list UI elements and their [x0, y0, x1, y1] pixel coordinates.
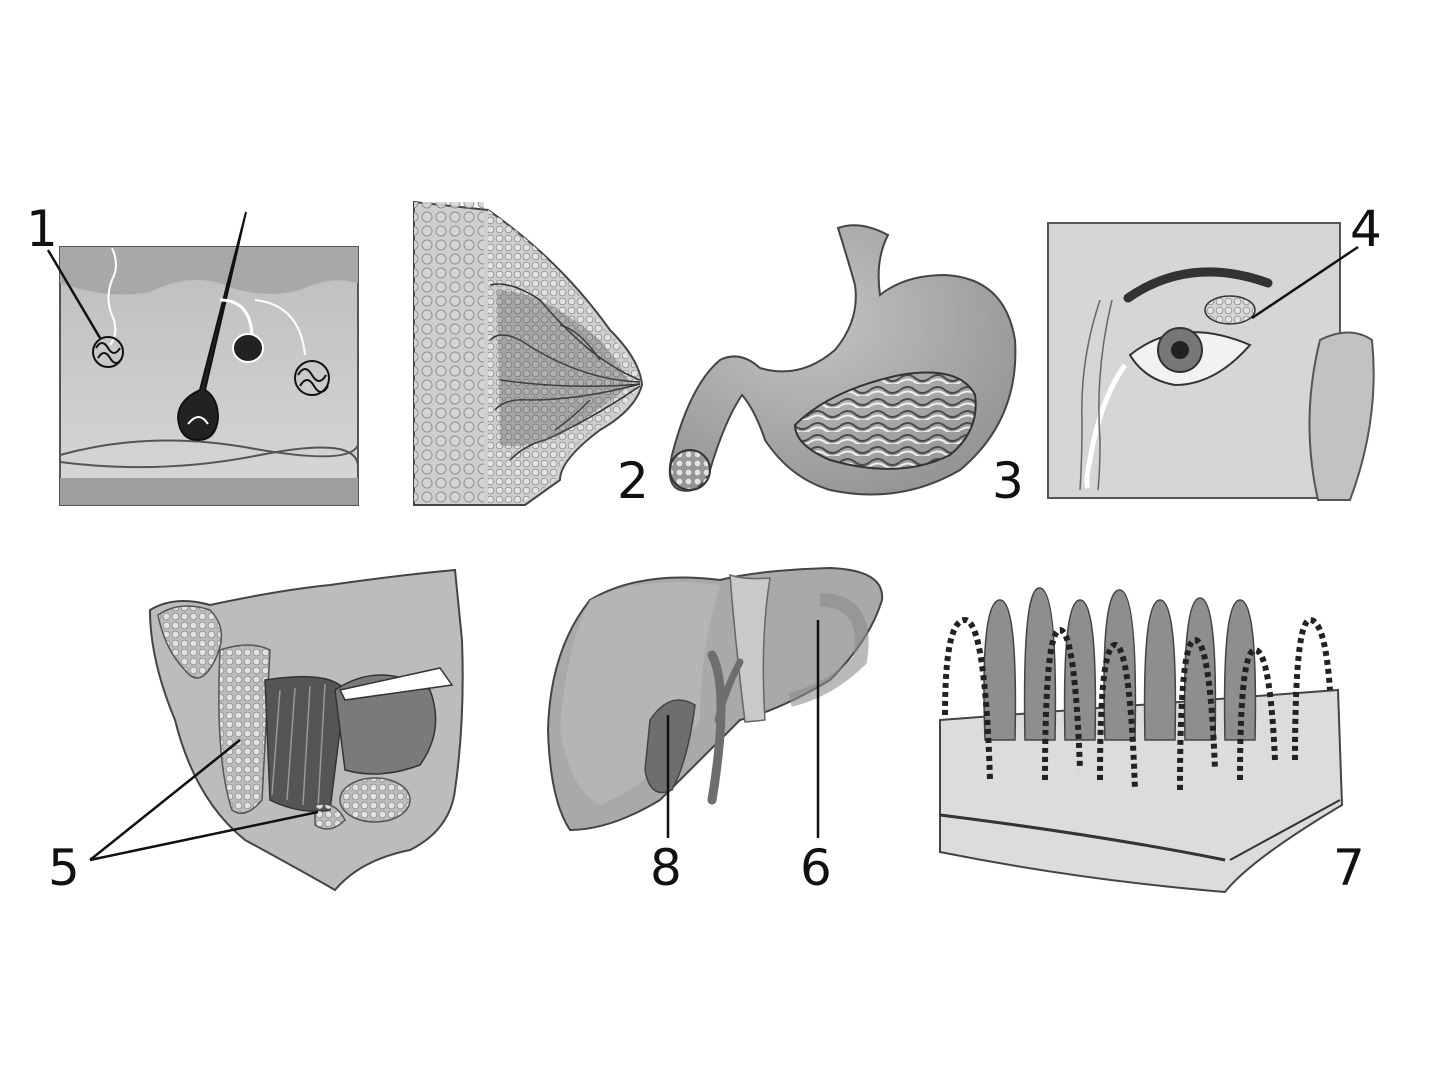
label-6: 6	[800, 839, 832, 897]
label-1: 1	[26, 200, 58, 258]
liver-gallbladder-illustration	[546, 566, 884, 838]
stomach-illustration	[668, 224, 1017, 496]
label-5: 5	[48, 839, 80, 897]
label-4: 4	[1350, 200, 1382, 258]
breast-mammary-gland-illustration	[413, 200, 644, 506]
label-3: 3	[992, 452, 1024, 510]
label-8: 8	[650, 839, 682, 897]
intestinal-villi-illustration	[939, 587, 1344, 894]
label-2: 2	[617, 452, 649, 510]
eye-lacrimal-gland-illustration	[1047, 222, 1375, 501]
skin-sweat-sebaceous-gland-illustration	[46, 211, 360, 506]
head-salivary-glands-illustration	[89, 568, 464, 892]
label-7: 7	[1333, 839, 1365, 897]
